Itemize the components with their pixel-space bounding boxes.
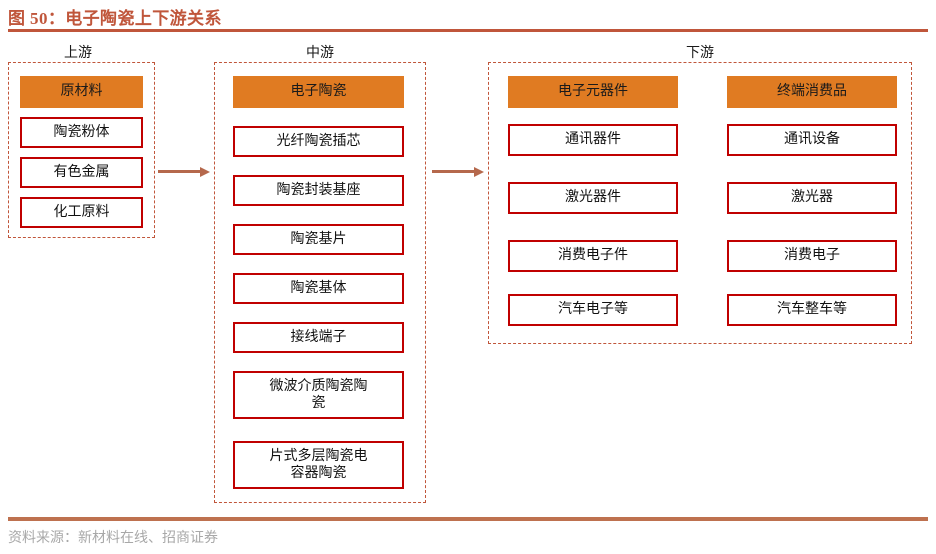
downstream-col0-item-3[interactable]: 汽车电子等 xyxy=(508,294,678,326)
title-divider xyxy=(8,29,928,32)
midstream-item-1[interactable]: 陶瓷封装基座 xyxy=(233,175,404,206)
midstream-item-3[interactable]: 陶瓷基体 xyxy=(233,273,404,304)
downstream-col0-item-0[interactable]: 通讯器件 xyxy=(508,124,678,156)
arrow-midstream-to-downstream xyxy=(432,167,484,177)
downstream-col1-header: 终端消费品 xyxy=(727,76,897,108)
downstream-col1-item-0[interactable]: 通讯设备 xyxy=(727,124,897,156)
midstream-item-4[interactable]: 接线端子 xyxy=(233,322,404,353)
upstream-item-2[interactable]: 化工原料 xyxy=(20,197,143,228)
downstream-col1-item-3[interactable]: 汽车整车等 xyxy=(727,294,897,326)
midstream-item-6[interactable]: 片式多层陶瓷电 容器陶瓷 xyxy=(233,441,404,489)
downstream-col0-item-1[interactable]: 激光器件 xyxy=(508,182,678,214)
midstream-item-2[interactable]: 陶瓷基片 xyxy=(233,224,404,255)
upstream-item-0[interactable]: 陶瓷粉体 xyxy=(20,117,143,148)
upstream-header: 原材料 xyxy=(20,76,143,108)
section-label-upstream: 上游 xyxy=(64,46,92,61)
footer-divider xyxy=(8,517,928,521)
source-note: 资料来源：新材料在线、招商证券 xyxy=(8,531,218,546)
arrow-upstream-to-midstream xyxy=(158,167,210,177)
upstream-item-1[interactable]: 有色金属 xyxy=(20,157,143,188)
midstream-item-5[interactable]: 微波介质陶瓷陶 瓷 xyxy=(233,371,404,419)
section-label-downstream: 下游 xyxy=(686,46,714,61)
downstream-col0-header: 电子元器件 xyxy=(508,76,678,108)
midstream-header: 电子陶瓷 xyxy=(233,76,404,108)
downstream-col1-item-2[interactable]: 消费电子 xyxy=(727,240,897,272)
section-label-midstream: 中游 xyxy=(306,46,334,61)
page-title: 图 50：电子陶瓷上下游关系 xyxy=(8,9,222,28)
downstream-col1-item-1[interactable]: 激光器 xyxy=(727,182,897,214)
midstream-item-0[interactable]: 光纤陶瓷插芯 xyxy=(233,126,404,157)
downstream-col0-item-2[interactable]: 消费电子件 xyxy=(508,240,678,272)
